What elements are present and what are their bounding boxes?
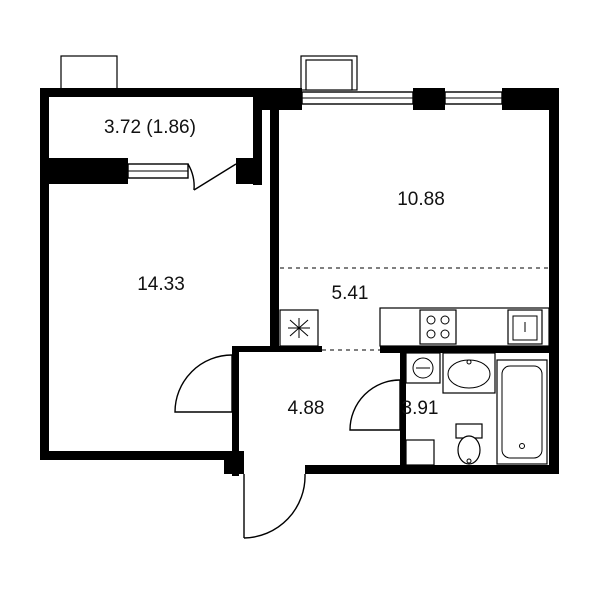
room-labels: 3.72 (1.86) 14.33 10.88 5.41 4.88 3.91 (104, 117, 445, 419)
kitchen-sink-icon (507, 309, 543, 345)
bathtub-icon (496, 359, 548, 465)
zone-separators (280, 267, 549, 351)
living-area-label: 10.88 (397, 189, 445, 210)
kitchen-area-label: 5.41 (332, 283, 369, 304)
bedroom-area-label: 14.33 (137, 274, 185, 295)
windows (127, 91, 503, 179)
bathroom-area-label: 3.91 (402, 398, 439, 419)
balcony-area-label: 3.72 (1.86) (104, 117, 196, 138)
kitchen-fixtures (279, 307, 550, 347)
toilet-icon (455, 423, 483, 465)
bathroom-fixtures (405, 352, 548, 466)
washbasin-icon (442, 352, 496, 394)
water-heater-icon (405, 352, 441, 384)
walls (40, 88, 559, 476)
balcony-railings (60, 55, 358, 91)
hall-area-label: 4.88 (288, 398, 325, 419)
ventilation-icon (288, 318, 310, 338)
stove-icon (419, 309, 457, 345)
doors (174, 163, 401, 539)
